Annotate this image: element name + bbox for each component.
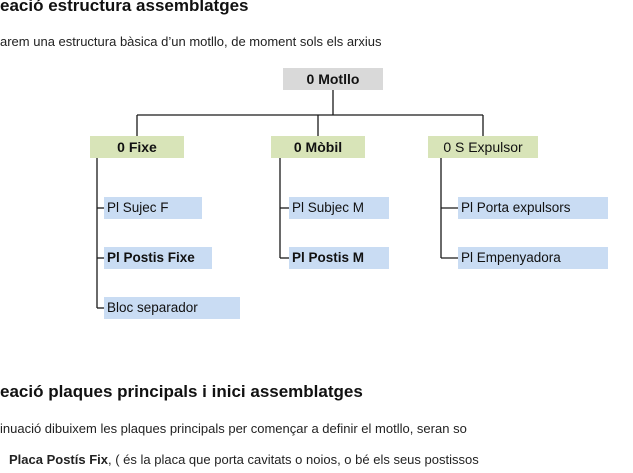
leaf-node-pl-postis-fixe: Pl Postis Fixe [104, 247, 212, 269]
plate-list-item: Placa Postís Fix, ( és la placa que port… [9, 452, 479, 467]
leaf-node-pl-subjec-m: Pl Subjec M [289, 197, 389, 219]
group-node-mobil: 0 Mòbil [271, 136, 365, 158]
leaf-node-pl-sujec-f: Pl Sujec F [104, 197, 202, 219]
leaf-node-pl-empenyadora: Pl Empenyadora [458, 247, 608, 269]
section2-intro-text: inuació dibuixem les plaques principals … [0, 421, 467, 436]
plate-item-description: , ( és la placa que porta cavitats o noi… [108, 452, 479, 467]
leaf-node-pl-postis-m: Pl Postis M [289, 247, 389, 269]
section-intro-text: arem una estructura bàsica d’un motllo, … [0, 34, 382, 49]
plate-item-name: Placa Postís Fix [9, 452, 108, 467]
diagram-connectors [96, 90, 484, 309]
leaf-node-bloc-separador: Bloc separador [104, 297, 240, 319]
section-heading-assembly-structure: eació estructura assemblatges [0, 0, 249, 15]
group-node-expulsor: 0 S Expulsor [428, 136, 538, 158]
group-node-fixe: 0 Fixe [90, 136, 184, 158]
leaf-node-pl-porta-expulsors: Pl Porta expulsors [458, 197, 608, 219]
diagram-root-node: 0 Motllo [283, 68, 383, 90]
section-heading-main-plates: eació plaques principals i inici assembl… [0, 382, 363, 401]
